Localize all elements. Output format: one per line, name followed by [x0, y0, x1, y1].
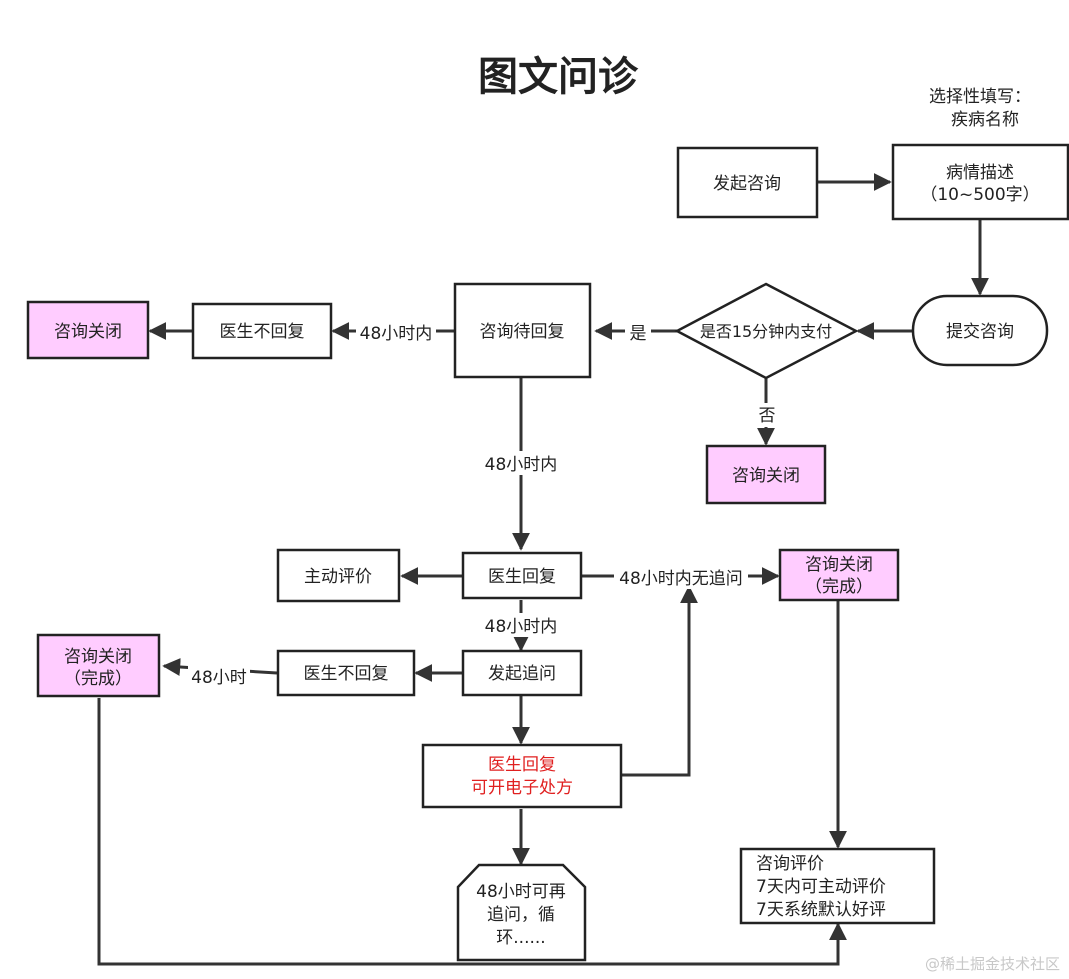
node-submit [911, 294, 1049, 367]
optional-note-line1: 选择性填写： [929, 87, 1031, 107]
node-loop-line2: 追问，循 [487, 905, 555, 925]
node-start [676, 146, 819, 219]
node-closed-done-right [778, 548, 900, 602]
node-reply-rx-line1: 医生回复 [488, 755, 556, 775]
label-within48-followup: 48小时内 [485, 617, 558, 637]
diagram-title: 图文问诊 [478, 54, 639, 100]
node-describe-line1: 病情描述 [946, 163, 1014, 183]
nodes [26, 143, 1069, 962]
node-loop-line1: 48小时可再 [476, 882, 566, 902]
node-evaluation-line3: 7天系统默认好评 [756, 900, 886, 920]
node-evaluation-line2: 7天内可主动评价 [756, 877, 886, 897]
node-doctor-reply-label: 医生回复 [488, 567, 556, 587]
node-active-review-label: 主动评价 [304, 567, 372, 587]
node-loop-line3: 环...... [496, 928, 545, 948]
node-no-reply-1-label: 医生不回复 [220, 322, 305, 342]
node-closed-done-left-line1: 咨询关闭 [64, 647, 132, 667]
node-closed-done-left-line2: （完成） [64, 669, 132, 689]
node-no-reply-2 [276, 649, 416, 697]
label-within48-no-followup: 48小时内无追问 [619, 569, 743, 589]
node-pending-label: 咨询待回复 [480, 322, 565, 342]
node-pending [453, 282, 592, 379]
watermark: @稀土掘金技术社区 [925, 955, 1060, 973]
node-closed-done-right-line1: 咨询关闭 [805, 555, 873, 575]
node-doctor-reply [461, 551, 583, 600]
node-closed-done-right-line2: （完成） [805, 577, 873, 597]
node-describe-line2: （10~500字） [920, 185, 1039, 205]
optional-note-line2: 疾病名称 [951, 110, 1019, 130]
label-48h: 48小时 [191, 668, 247, 688]
node-follow-up-label: 发起追问 [488, 664, 556, 684]
edge-closed-left-to-eval [97, 698, 847, 966]
node-decision-label: 是否15分钟内支付 [700, 322, 832, 341]
node-active-review [276, 548, 401, 603]
label-within48-left: 48小时内 [360, 324, 433, 344]
node-submit-label: 提交咨询 [946, 322, 1014, 342]
node-reply-rx [421, 743, 623, 809]
label-within48-down: 48小时内 [485, 455, 558, 475]
node-closed-unpaid-label: 咨询关闭 [732, 466, 800, 486]
node-closed-no-reply-label: 咨询关闭 [54, 322, 122, 342]
label-yes: 是 [630, 324, 647, 344]
node-texts: 发起咨询 病情描述 （10~500字） 提交咨询 是否15分钟内支付 咨询关闭 … [54, 163, 1040, 948]
node-closed-no-reply [26, 300, 150, 360]
node-pay-decision [674, 282, 859, 380]
node-evaluation [739, 847, 936, 925]
node-start-label: 发起咨询 [713, 174, 781, 194]
node-closed-unpaid [705, 444, 827, 505]
node-no-reply-1 [191, 302, 333, 360]
edge-labels: 是 否 48小时内 48小时内 48小时内无追问 48小时内 48小时 [188, 320, 780, 688]
node-follow-up [461, 649, 583, 697]
node-reply-rx-line2: 可开电子处方 [471, 778, 573, 798]
node-loop [456, 863, 587, 962]
label-no: 否 [759, 406, 776, 426]
edge-rx-to-closed-done [622, 587, 691, 777]
node-describe [891, 143, 1069, 221]
node-closed-done-left [36, 633, 161, 698]
node-no-reply-2-label: 医生不回复 [304, 664, 389, 684]
node-evaluation-line1: 咨询评价 [756, 854, 824, 874]
